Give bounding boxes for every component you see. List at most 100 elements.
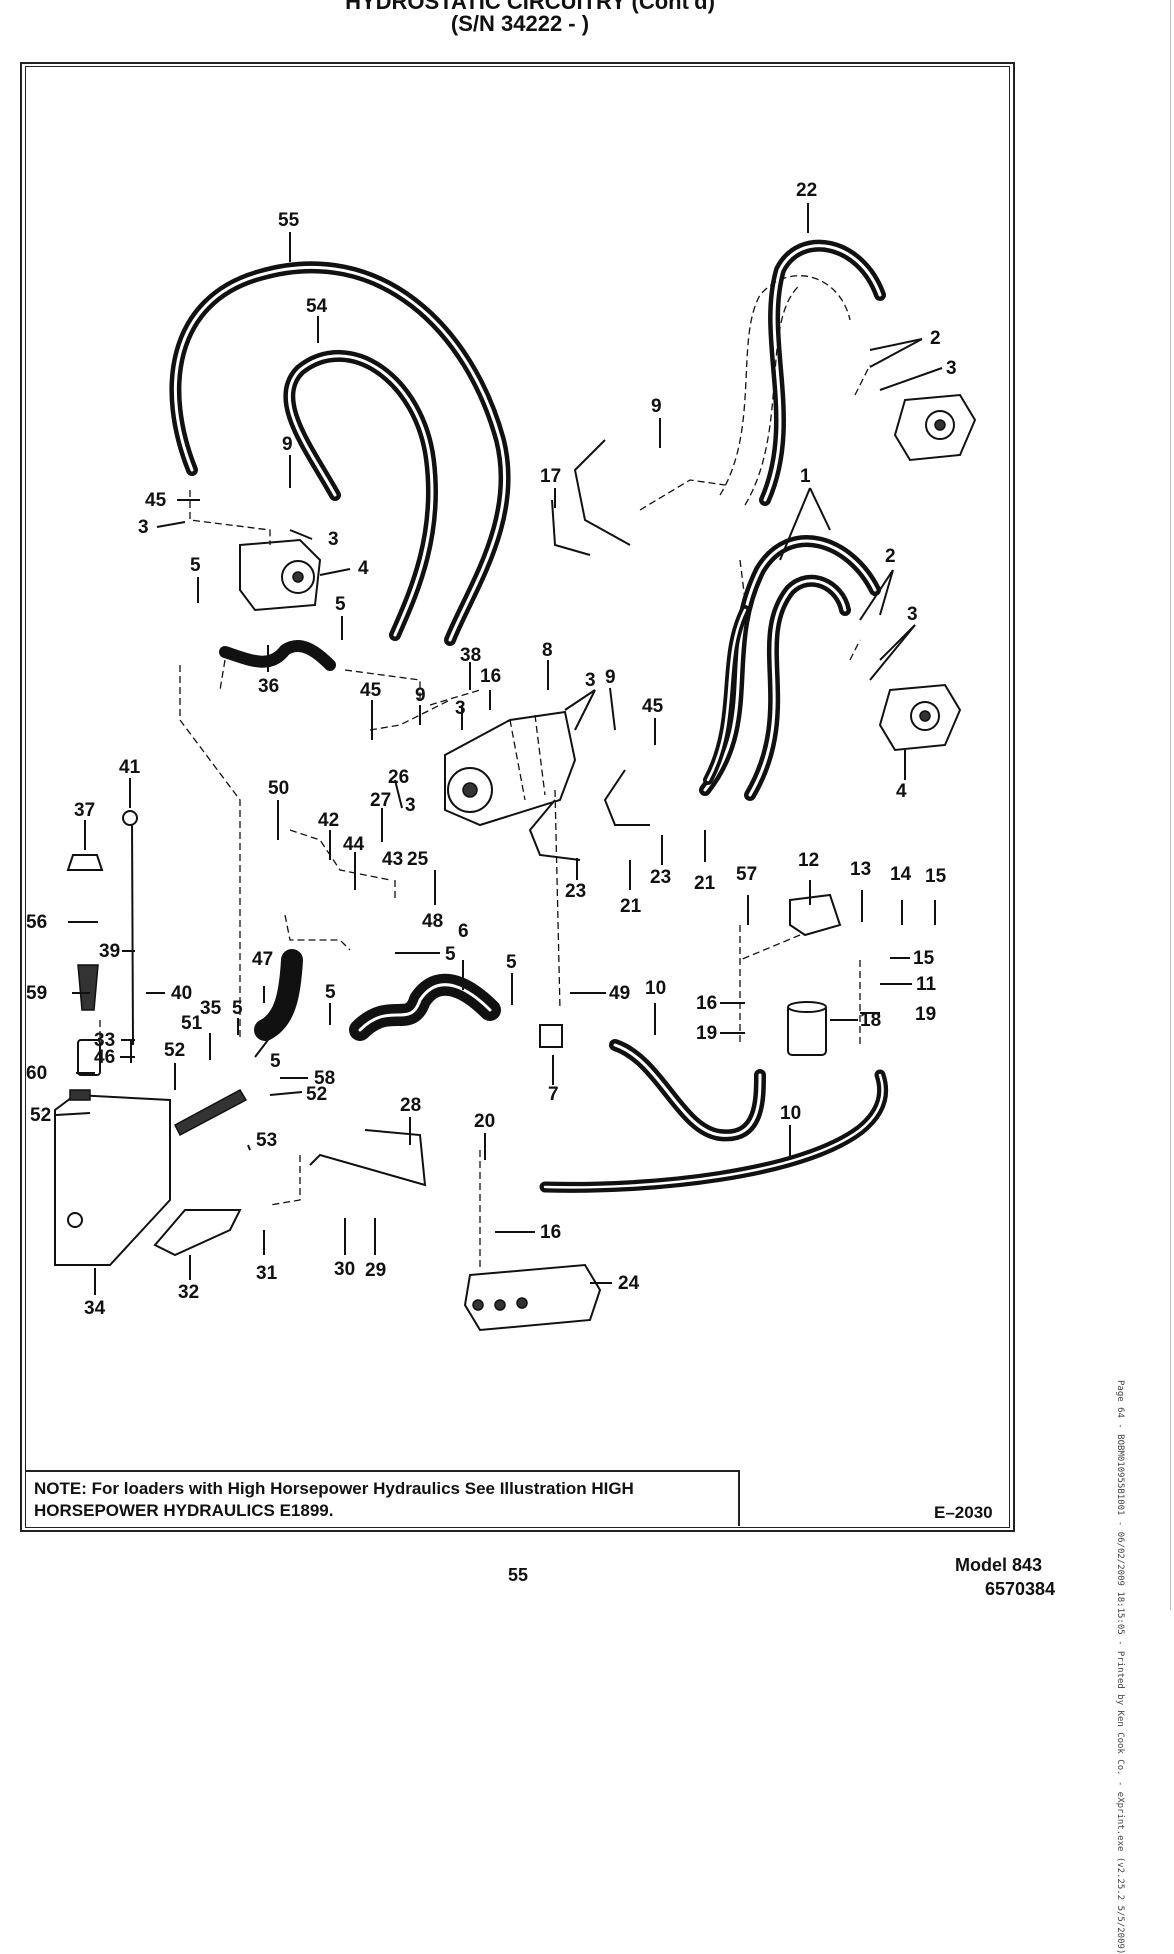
page-subtitle: (S/N 34222 - ) (450, 11, 590, 36)
callout-5: 5 (506, 952, 517, 973)
callout-3: 3 (907, 604, 918, 625)
part-number: 6570384 (985, 1579, 1056, 1599)
note-box: NOTE: For loaders with High Horsepower H… (26, 1470, 740, 1526)
callout-32: 32 (178, 1282, 199, 1303)
callout-54: 54 (306, 296, 328, 317)
callout-48: 48 (422, 911, 443, 932)
callout-21: 21 (694, 873, 716, 894)
tube-17 (551, 439, 631, 556)
strainer-53 (174, 1089, 248, 1137)
tee-7 (539, 1024, 563, 1048)
callout-3: 3 (455, 698, 466, 719)
filter-18 (787, 1001, 827, 1056)
callout-9: 9 (651, 396, 662, 417)
hose-22 (759, 239, 886, 506)
hose-10-a (609, 1039, 766, 1142)
figure-id: E–2030 (934, 1503, 993, 1522)
callout-46: 46 (94, 1047, 115, 1068)
callout-16: 16 (480, 666, 501, 687)
hose-10-b (539, 1069, 889, 1193)
callout-36: 36 (258, 676, 279, 697)
callout-45: 45 (642, 696, 664, 717)
pump-8 (444, 710, 577, 827)
callout-labels: 55 54 22 2 3 9 17 9 45 3 3 4 1 2 3 4 5 5… (26, 180, 957, 1319)
callout-49: 49 (609, 983, 630, 1004)
callout-40: 40 (171, 983, 192, 1004)
valve-24 (463, 1263, 602, 1332)
callout-5: 5 (232, 998, 243, 1019)
callout-15: 15 (925, 866, 947, 887)
diagram-frame-outer (20, 62, 1015, 1532)
callout-2: 2 (885, 546, 896, 567)
hose-55 (169, 261, 511, 646)
pump-4 (239, 538, 322, 612)
callout-16: 16 (696, 993, 717, 1014)
hose-1-b (744, 574, 851, 801)
page-number: 55 (508, 1565, 529, 1585)
callout-31: 31 (256, 1263, 278, 1284)
hose-6 (349, 973, 501, 1041)
hose-22-ghost (719, 275, 851, 506)
callout-59: 59 (26, 983, 47, 1004)
model-block: Model 843 6570384 (955, 1553, 1055, 1601)
hose-47 (254, 949, 303, 1041)
callout-4: 4 (358, 558, 369, 579)
callout-6: 6 (458, 921, 469, 942)
motor-2-top (893, 393, 977, 462)
callout-28: 28 (400, 1095, 421, 1116)
callout-53: 53 (256, 1130, 277, 1151)
callout-42: 42 (318, 810, 339, 831)
callout-19: 19 (696, 1023, 717, 1044)
callout-1: 1 (800, 466, 811, 487)
callout-23: 23 (565, 881, 586, 902)
callout-3: 3 (585, 670, 596, 691)
callout-39: 39 (99, 941, 120, 962)
callout-10: 10 (780, 1103, 801, 1124)
callout-12: 12 (798, 850, 819, 871)
leader-lines (55, 203, 943, 1295)
page-title: HYDROSTATIC CIRCUITRY (Cont'd) (345, 0, 715, 14)
motor-4-right (878, 683, 962, 752)
callout-20: 20 (474, 1111, 495, 1132)
callout-29: 29 (365, 1260, 386, 1281)
hose-54 (283, 349, 438, 641)
callout-14: 14 (890, 864, 912, 885)
callout-30: 30 (334, 1259, 355, 1280)
callout-16: 16 (540, 1222, 561, 1243)
print-stamp: Page 64 - BOBM010955B1001 - 06/02/2009 1… (1115, 1380, 1125, 1954)
scan-edge (1170, 0, 1171, 1610)
hose-1-a (699, 535, 881, 796)
callout-52: 52 (164, 1040, 185, 1061)
callout-38: 38 (460, 645, 481, 666)
callout-25: 25 (407, 849, 429, 870)
callout-19: 19 (915, 1004, 936, 1025)
callout-9: 9 (282, 434, 293, 455)
callout-7: 7 (548, 1084, 559, 1105)
hydraulic-diagram: 55 54 22 2 3 9 17 9 45 3 3 4 1 2 3 4 5 5… (26, 180, 977, 1332)
callout-44: 44 (343, 834, 365, 855)
callout-5: 5 (270, 1051, 281, 1072)
callout-35: 35 (200, 998, 222, 1019)
callout-5: 5 (335, 594, 346, 615)
callout-15: 15 (913, 948, 935, 969)
callout-9: 9 (415, 685, 426, 706)
callout-13: 13 (850, 859, 871, 880)
callout-18: 18 (860, 1010, 881, 1031)
callout-5: 5 (325, 982, 336, 1003)
callout-52: 52 (30, 1105, 51, 1126)
filter-head-12 (789, 893, 842, 937)
callout-47: 47 (252, 949, 273, 970)
dipstick-40 (122, 810, 138, 1046)
callout-55: 55 (278, 210, 300, 231)
callout-41: 41 (119, 757, 141, 778)
callout-17: 17 (540, 466, 561, 487)
callout-51: 51 (181, 1013, 203, 1034)
callout-60: 60 (26, 1063, 47, 1084)
callout-3: 3 (328, 529, 339, 550)
tube-23 (528, 769, 650, 861)
callout-45: 45 (360, 680, 382, 701)
callout-3: 3 (138, 517, 149, 538)
breather-59 (77, 964, 99, 1011)
callout-26: 26 (388, 767, 409, 788)
callout-24: 24 (618, 1273, 640, 1294)
